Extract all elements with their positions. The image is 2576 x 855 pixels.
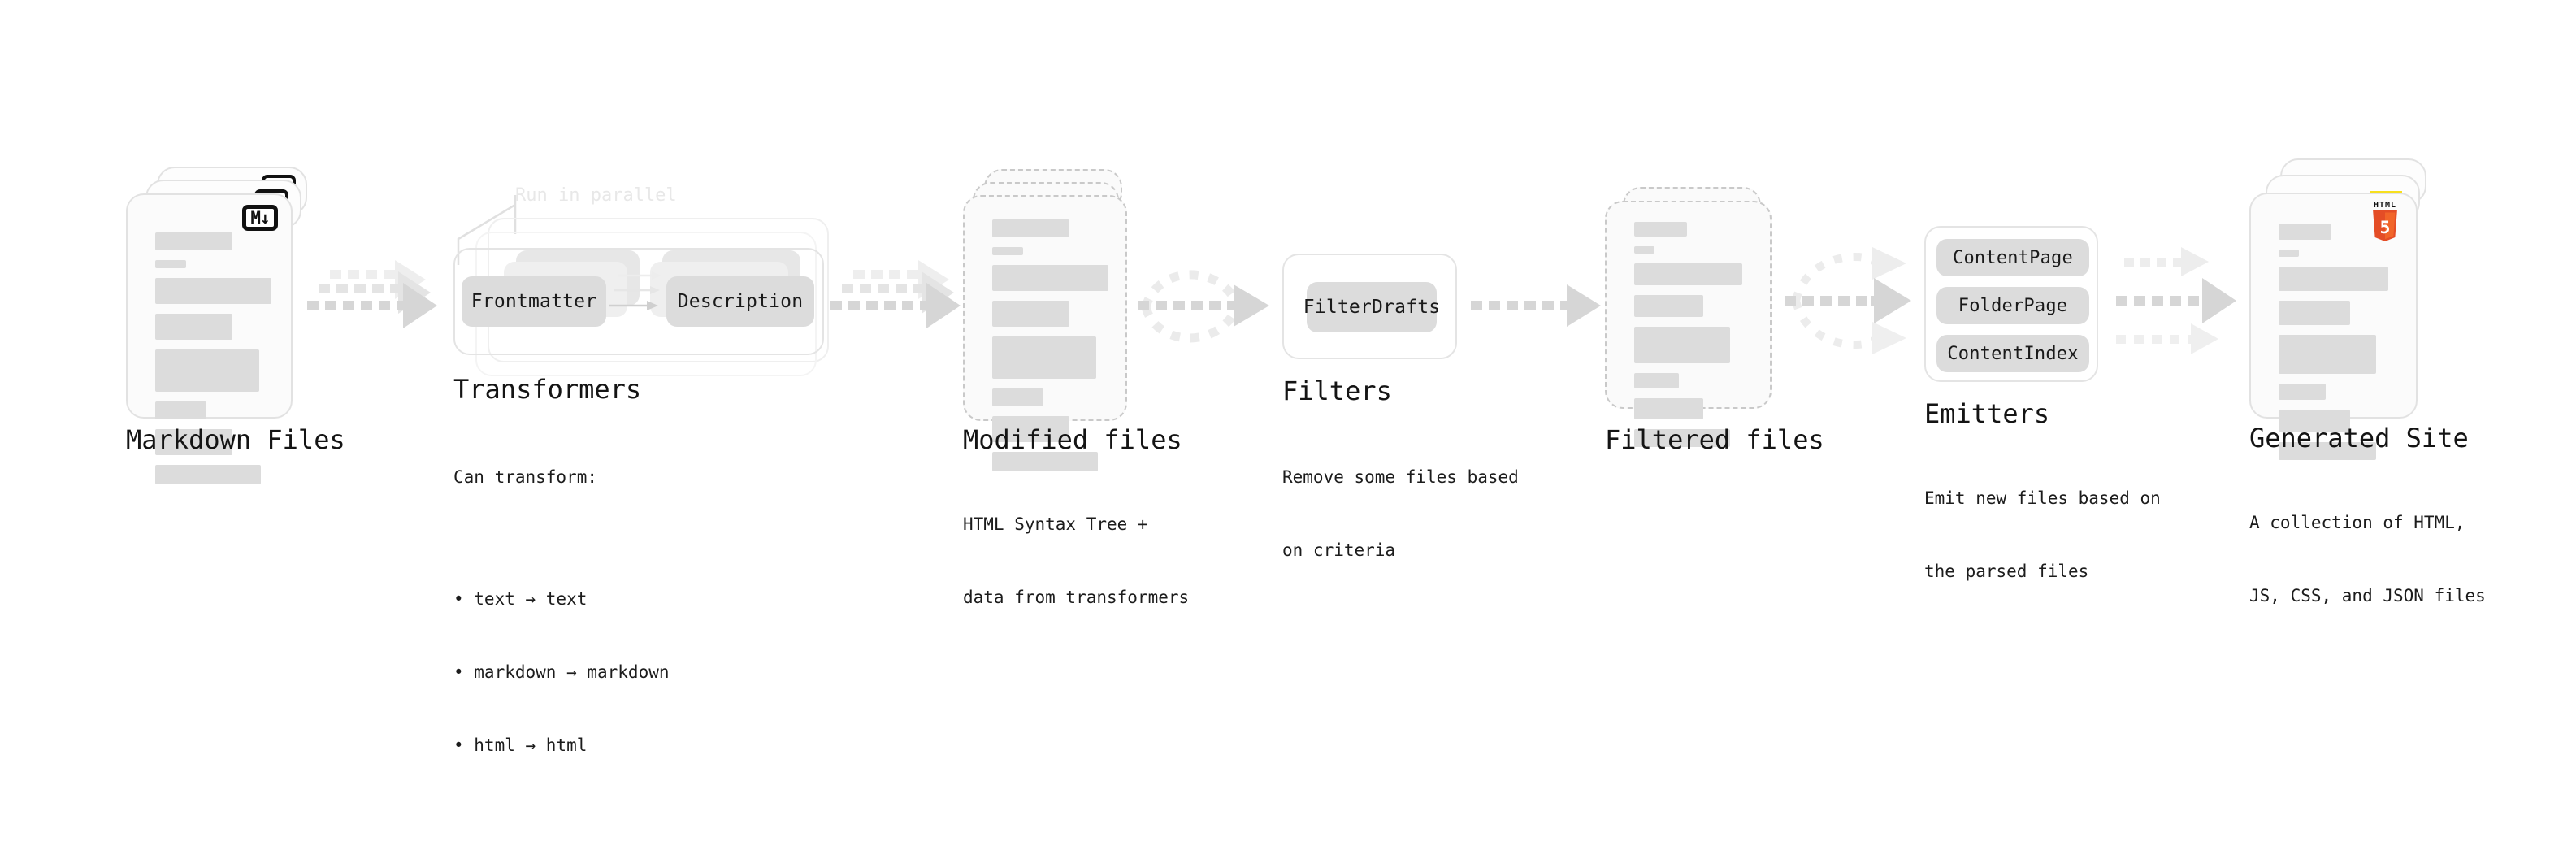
filters-panel: FilterDrafts	[1282, 254, 1457, 359]
run-in-parallel-label: Run in parallel	[515, 185, 677, 206]
skeleton-bar	[155, 260, 186, 268]
skeleton-bar	[155, 314, 232, 340]
caption-line: on criteria	[1282, 540, 1396, 560]
html5-shield: 5	[2373, 210, 2397, 241]
skeleton-bar	[155, 232, 232, 250]
transformers-caption: Can transform: • text → text • markdown …	[453, 416, 670, 855]
skeleton-bar	[2279, 335, 2376, 374]
filtered-card-front	[1605, 201, 1772, 447]
transformers-caption-intro: Can transform:	[453, 467, 598, 487]
skeleton-bar	[155, 429, 232, 455]
generated-site-caption: A collection of HTML, JS, CSS, and JSON …	[2249, 462, 2486, 657]
svg-text:5: 5	[2380, 218, 2391, 238]
pipeline-diagram: M↓ M↓ M↓	[126, 158, 2486, 755]
modified-card-front	[963, 195, 1127, 471]
skeleton-bar	[1634, 373, 1679, 388]
markdown-icon: M↓	[242, 205, 278, 231]
skeleton-bar	[1634, 295, 1703, 317]
flow-arrow-filtered-to-emitters	[1785, 247, 1911, 354]
emitters-panel: ContentPage FolderPage ContentIndex	[1924, 226, 2098, 382]
stage-title-filters: Filters	[1282, 375, 1392, 406]
skeleton-bar	[155, 278, 271, 304]
transformer-chip-description[interactable]: Description	[666, 276, 814, 327]
transformers-bullet-list: • text → text • markdown → markdown • ht…	[453, 538, 670, 806]
markdown-file-stack: M↓ M↓ M↓	[126, 167, 313, 484]
skeleton-bar	[992, 336, 1096, 379]
flow-arrow-markdown-to-transformers	[307, 260, 437, 328]
skeleton-bar	[1634, 222, 1687, 237]
emitter-chip-contentindex[interactable]: ContentIndex	[1936, 335, 2089, 372]
skeleton-bar	[2279, 250, 2299, 257]
flow-arrow-filters-to-filtered	[1471, 284, 1601, 327]
caption-line: A collection of HTML,	[2249, 513, 2465, 532]
filter-chip-filterdrafts[interactable]: FilterDrafts	[1303, 282, 1440, 332]
list-item: • text → text	[453, 589, 588, 609]
caption-line: Emit new files based on	[1924, 488, 2161, 508]
skeleton-bar	[2279, 442, 2376, 460]
list-item: • markdown → markdown	[453, 662, 670, 682]
skeleton-bar	[992, 388, 1043, 406]
html5-wordmark: HTML	[2373, 201, 2397, 210]
skeleton-bar	[1634, 263, 1742, 285]
skeleton-bar	[155, 401, 206, 419]
markdown-card-body	[128, 195, 291, 484]
generated-site-stack: CSS HTML 5	[2249, 158, 2436, 460]
transformers-panel-front	[453, 248, 824, 355]
skeleton-bar	[992, 219, 1069, 237]
flow-arrow-modified-to-filters	[1138, 270, 1269, 343]
modified-file-stack	[963, 169, 1142, 471]
emitter-chip-label: ContentPage	[1953, 247, 2073, 268]
skeleton-bar	[992, 416, 1069, 442]
emitter-chip-folderpage[interactable]: FolderPage	[1936, 287, 2089, 324]
caption-line: the parsed files	[1924, 562, 2089, 581]
skeleton-bar	[2279, 301, 2350, 325]
flow-arrow-transformers-to-modified	[830, 260, 961, 328]
markdown-card-front: M↓	[126, 193, 293, 484]
generated-card-front: HTML 5	[2249, 193, 2418, 460]
skeleton-bar	[1634, 246, 1654, 254]
skeleton-bar	[2279, 267, 2388, 291]
emitter-chip-label: ContentIndex	[1947, 343, 2079, 364]
emitter-chip-contentpage[interactable]: ContentPage	[1936, 239, 2089, 276]
stage-title-modified-files: Modified files	[963, 424, 1182, 455]
filtered-card-body	[1607, 202, 1770, 447]
transformer-chip-label: Frontmatter	[471, 291, 597, 312]
skeleton-bar	[2279, 384, 2326, 400]
markdown-badge-text: M↓	[250, 208, 270, 228]
stage-title-markdown-files: Markdown Files	[126, 424, 345, 455]
stage-title-emitters: Emitters	[1924, 398, 2050, 429]
skeleton-bar	[1634, 429, 1730, 447]
emitters-caption: Emit new files based on the parsed files	[1924, 437, 2161, 632]
filter-chip-label: FilterDrafts	[1303, 297, 1441, 318]
filters-caption: Remove some files based on criteria	[1282, 416, 1519, 611]
flow-arrow-emitters-to-site	[2116, 247, 2236, 354]
stage-title-filtered-files: Filtered files	[1605, 424, 1824, 455]
stage-title-transformers: Transformers	[453, 374, 642, 405]
html5-icon: HTML 5	[2366, 201, 2405, 241]
modified-card-body	[965, 197, 1125, 471]
stage-title-generated-site: Generated Site	[2249, 423, 2469, 454]
caption-line: JS, CSS, and JSON files	[2249, 586, 2486, 605]
caption-line: Remove some files based	[1282, 467, 1519, 487]
skeleton-bar	[1634, 398, 1703, 419]
transformer-internal-arrows	[609, 271, 661, 310]
skeleton-bar	[1634, 327, 1730, 363]
skeleton-bar	[2279, 410, 2350, 432]
list-item: • html → html	[453, 736, 588, 755]
emitter-chip-label: FolderPage	[1958, 295, 2068, 316]
skeleton-bar	[155, 349, 259, 392]
skeleton-bar	[992, 301, 1069, 327]
caption-line: data from transformers	[963, 588, 1190, 607]
transformer-chip-frontmatter[interactable]: Frontmatter	[462, 276, 606, 327]
skeleton-bar	[155, 465, 261, 484]
modified-files-caption: HTML Syntax Tree + data from transformer…	[963, 463, 1189, 658]
skeleton-bar	[992, 452, 1098, 471]
skeleton-bar	[2279, 224, 2331, 240]
skeleton-bar	[992, 265, 1108, 291]
skeleton-bar	[992, 247, 1023, 255]
caption-line: HTML Syntax Tree +	[963, 514, 1148, 534]
transformer-chip-label: Description	[677, 291, 804, 312]
filtered-file-stack	[1605, 187, 1784, 447]
generated-card-body	[2251, 194, 2416, 460]
